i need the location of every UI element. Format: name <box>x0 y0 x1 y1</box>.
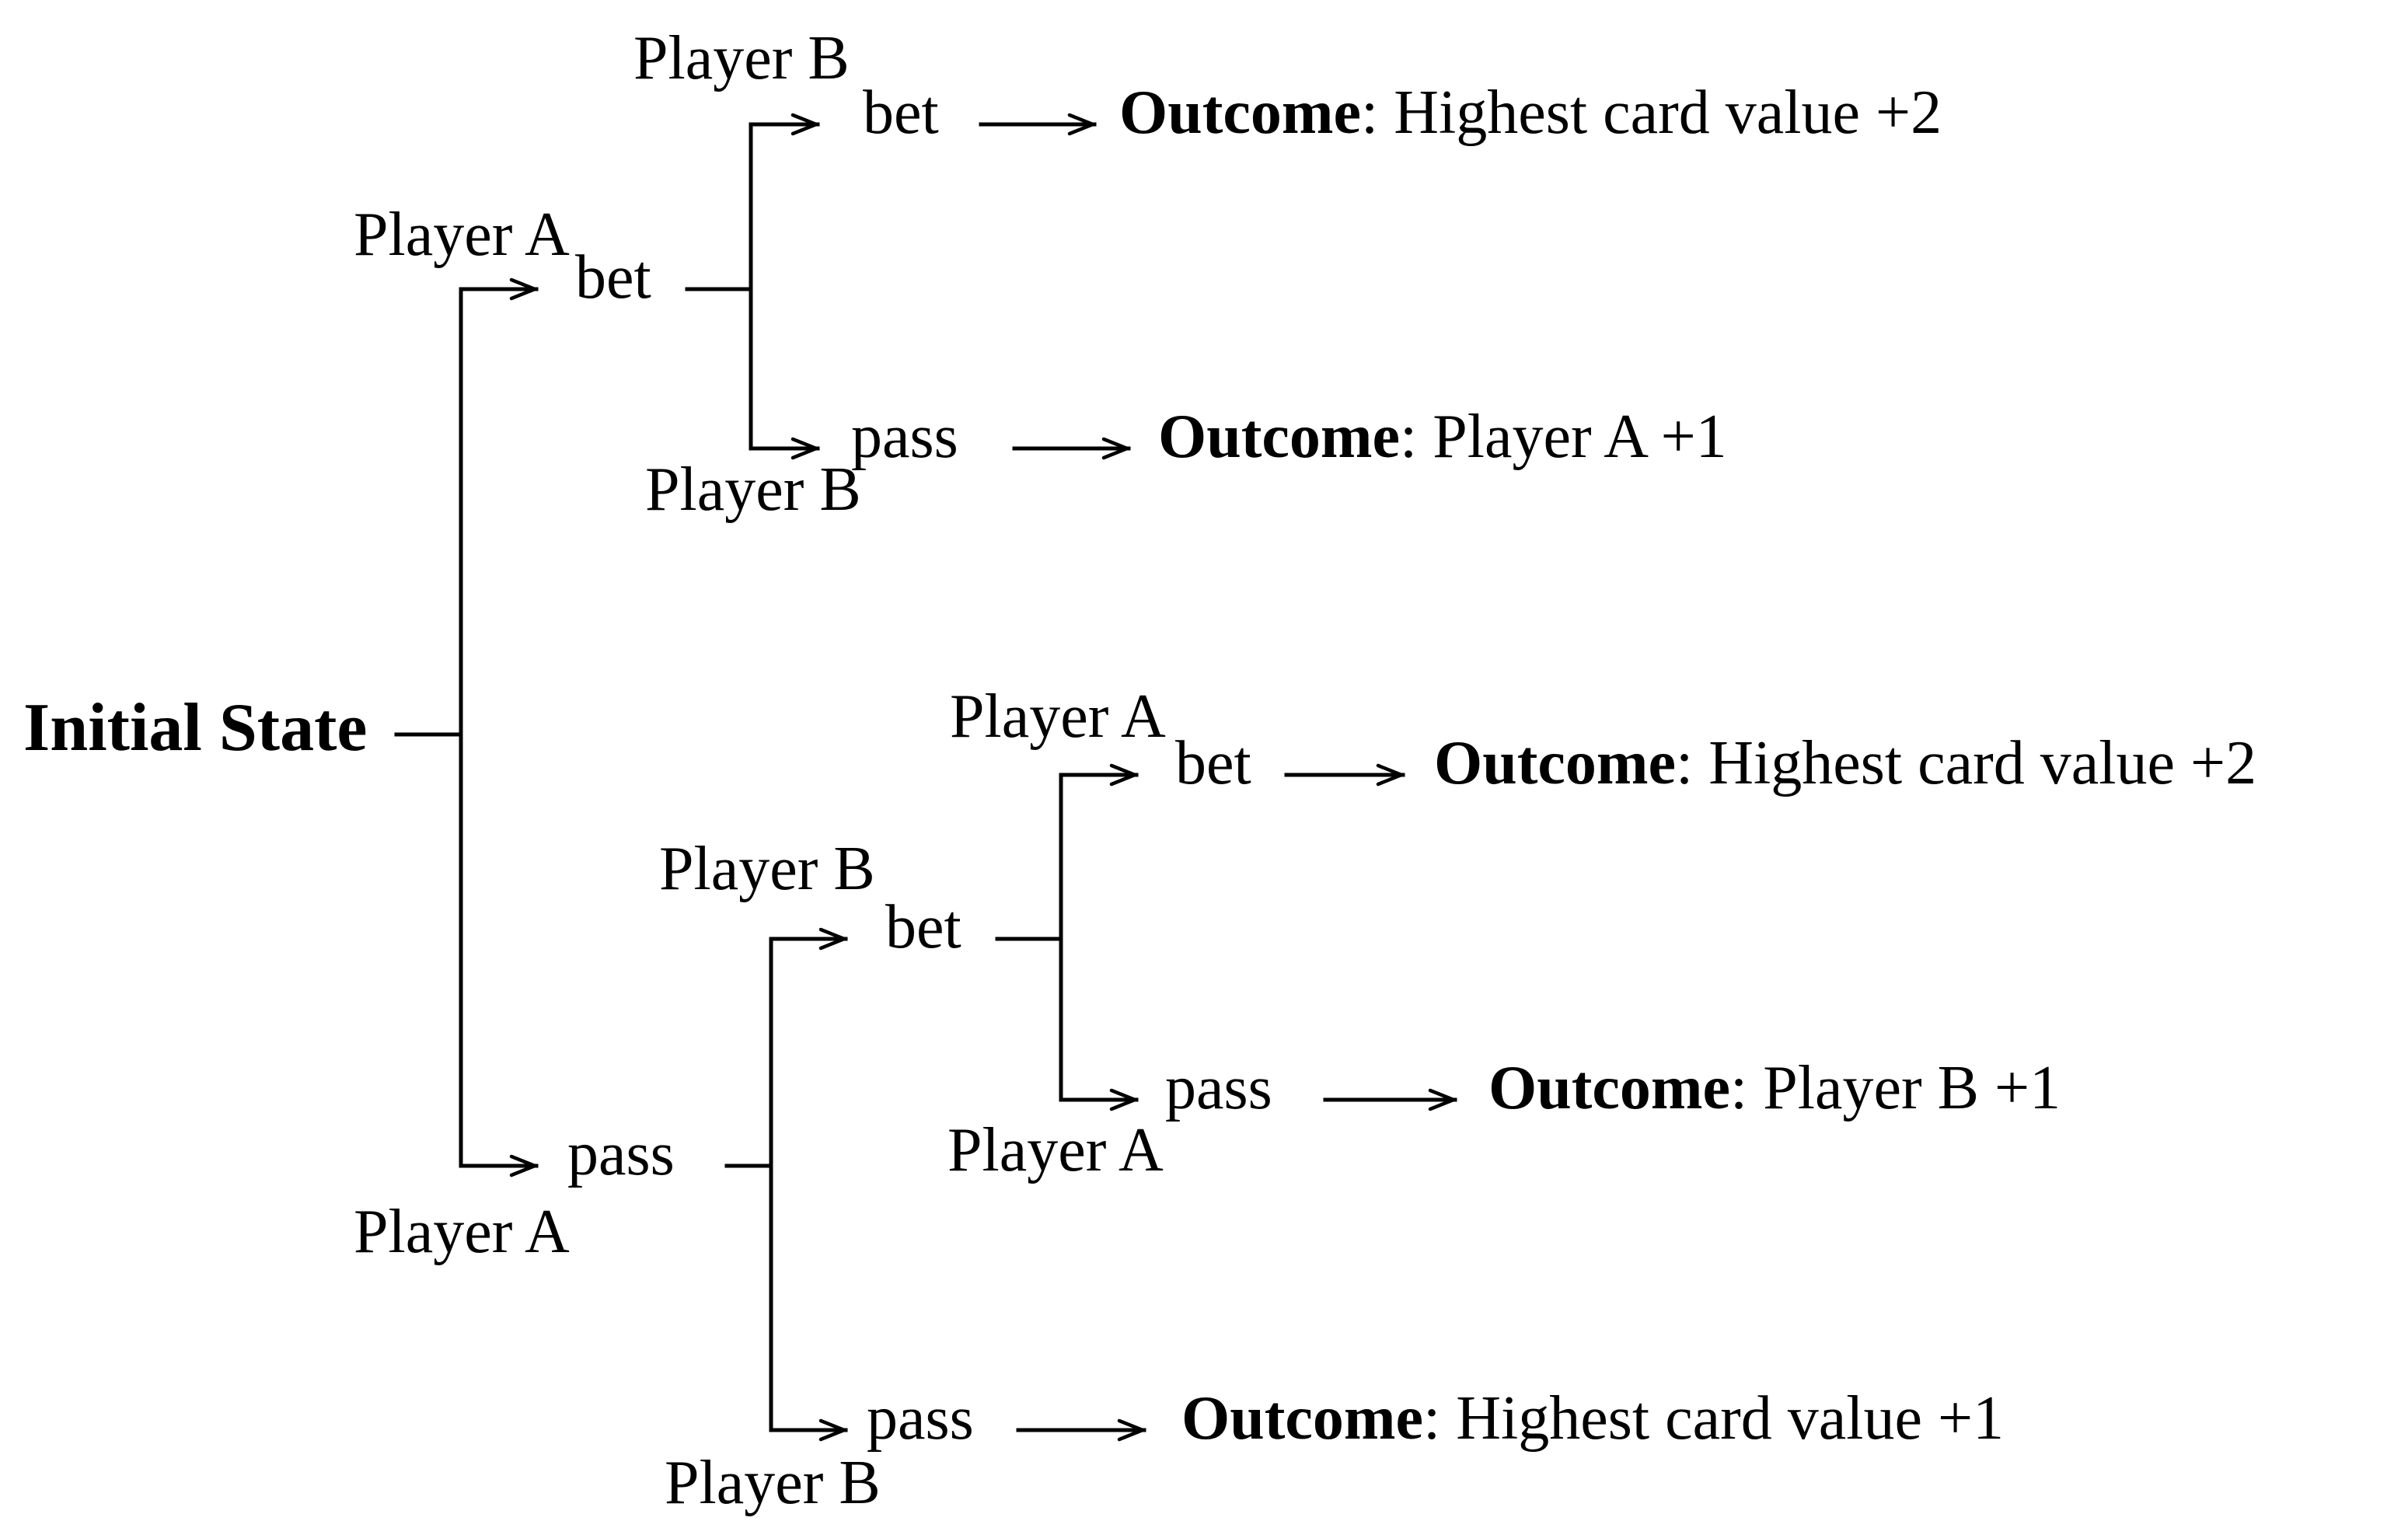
player-label-b-passbet: Player B <box>659 835 875 903</box>
action-bet-playera: bet <box>575 243 651 312</box>
action-bet-passbet: bet <box>885 893 961 961</box>
action-pass-passpass: pass <box>867 1384 974 1453</box>
edge-passnode-to-bet <box>769 927 848 1432</box>
outcome-passbetpass: Outcome: Player B +1 <box>1488 1057 2061 1119</box>
outcome-betpass: Outcome: Player A +1 <box>1158 406 1727 468</box>
outcome-passpass-value: : Highest card value +1 <box>1423 1384 2005 1453</box>
initial-state-label: Initial State <box>23 690 368 766</box>
action-pass-playera: pass <box>567 1120 675 1188</box>
action-pass-betpass: pass <box>851 403 958 471</box>
outcome-betpass-value: : Player A +1 <box>1400 403 1727 471</box>
player-label-a-bet: Player A <box>354 201 570 269</box>
player-label-a-passbetpass: Player A <box>947 1116 1164 1184</box>
player-label-b-betpass: Player B <box>645 455 861 524</box>
player-label-b-betbet: Player B <box>633 24 850 92</box>
outcome-betbet-label: Outcome <box>1119 78 1362 147</box>
outcome-betbet-value: : Highest card value +2 <box>1361 78 1942 147</box>
outcome-passpass-label: Outcome <box>1181 1384 1424 1453</box>
outcome-passbetbet: Outcome: Highest card value +2 <box>1434 732 2256 794</box>
outcome-passbetbet-label: Outcome <box>1434 729 1677 797</box>
action-bet-passbetbet: bet <box>1175 729 1251 797</box>
player-label-a-pass: Player A <box>354 1198 570 1266</box>
edge-passbetnode-to-bet <box>1059 763 1139 1102</box>
action-pass-passbetpass: pass <box>1165 1054 1272 1122</box>
outcome-passpass: Outcome: Highest card value +1 <box>1181 1387 2004 1450</box>
outcome-passbetpass-value: : Player B +1 <box>1730 1054 2061 1122</box>
action-bet-betbet: bet <box>863 78 939 147</box>
outcome-passbetpass-label: Outcome <box>1488 1054 1731 1122</box>
outcome-betbet: Outcome: Highest card value +2 <box>1119 82 1942 144</box>
player-label-b-passpass: Player B <box>665 1449 881 1517</box>
edge-betnode-to-bet <box>749 113 820 451</box>
outcome-betpass-label: Outcome <box>1158 403 1401 471</box>
player-label-a-passbetbet: Player A <box>950 682 1166 751</box>
edge-trunk-to-bet <box>459 277 539 1168</box>
outcome-passbetbet-value: : Highest card value +2 <box>1676 729 2257 797</box>
